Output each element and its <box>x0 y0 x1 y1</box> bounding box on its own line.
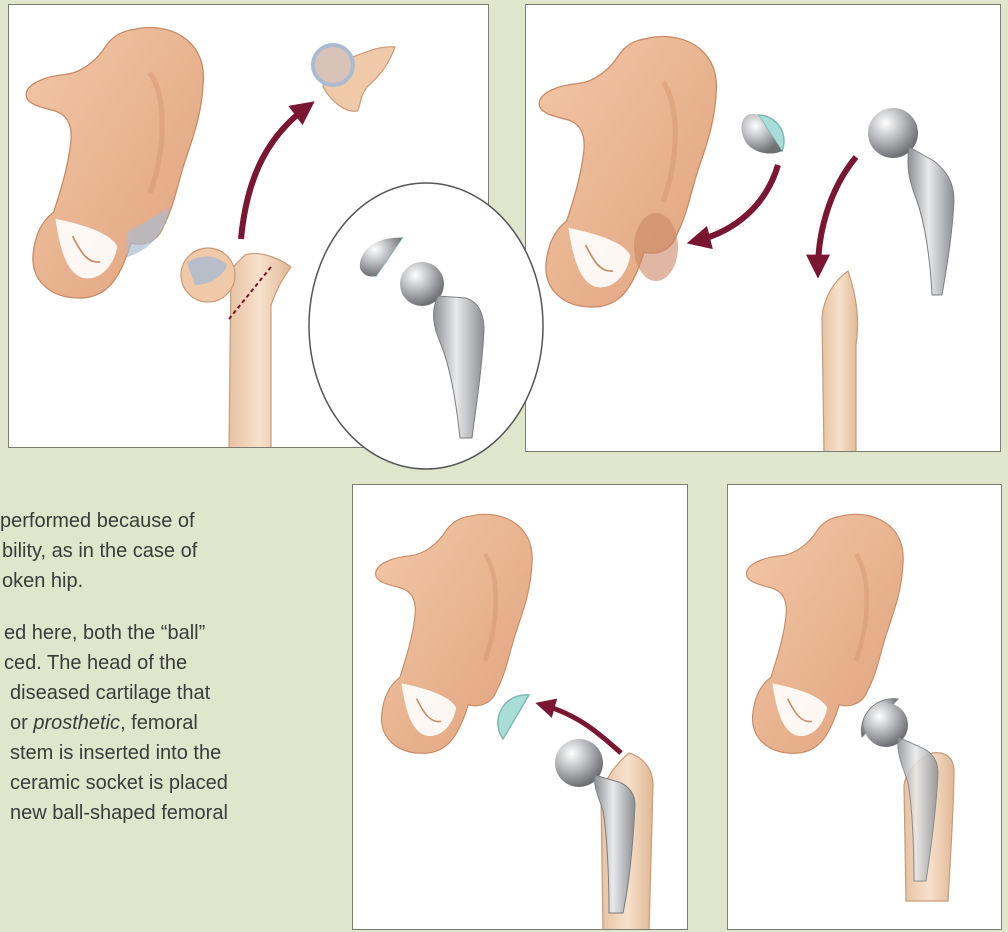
acetabular-cup <box>741 114 784 154</box>
caption-line: ceramic socket is placed <box>0 768 346 798</box>
caption-line: diseased cartilage that <box>0 678 346 708</box>
caption-text: performed because of bility, as in the c… <box>0 506 346 850</box>
caption-line: new ball-shaped femoral <box>0 798 346 828</box>
prepared-socket <box>634 213 678 281</box>
caption-text-after: , femoral <box>120 712 198 734</box>
hip-implant-illustration <box>861 699 938 881</box>
caption-line: performed because of <box>0 506 346 536</box>
curved-arrow <box>818 157 856 269</box>
caption-line: ced. The head of the <box>0 648 346 678</box>
caption-paragraph-2: ed here, both the “ball” ced. The head o… <box>0 618 346 828</box>
pelvis-illustration <box>539 37 716 307</box>
femur-illustration <box>229 254 291 449</box>
pelvis-illustration <box>26 28 203 298</box>
caption-line: bility, as in the case of <box>0 536 346 566</box>
caption-line-with-emphasis: or prosthetic, femoral <box>0 708 346 738</box>
implant-inset-circle <box>306 180 546 472</box>
hip-implant-illustration <box>868 108 954 295</box>
caption-line: stem is inserted into the <box>0 738 346 768</box>
curved-arrow <box>241 107 307 239</box>
femur-illustration <box>822 271 858 452</box>
caption-paragraph-1: performed because of bility, as in the c… <box>0 506 346 596</box>
caption-line: oken hip. <box>0 566 346 596</box>
panel-implant-insertion <box>352 484 688 930</box>
panel-implant-components <box>525 4 1001 452</box>
panel-completed-hip <box>727 484 1002 930</box>
caption-text-before: or <box>10 712 33 734</box>
caption-emphasis: prosthetic <box>33 712 120 734</box>
curved-arrow <box>696 165 778 241</box>
acetabular-cup <box>498 695 529 739</box>
caption-line: ed here, both the “ball” <box>0 618 346 648</box>
